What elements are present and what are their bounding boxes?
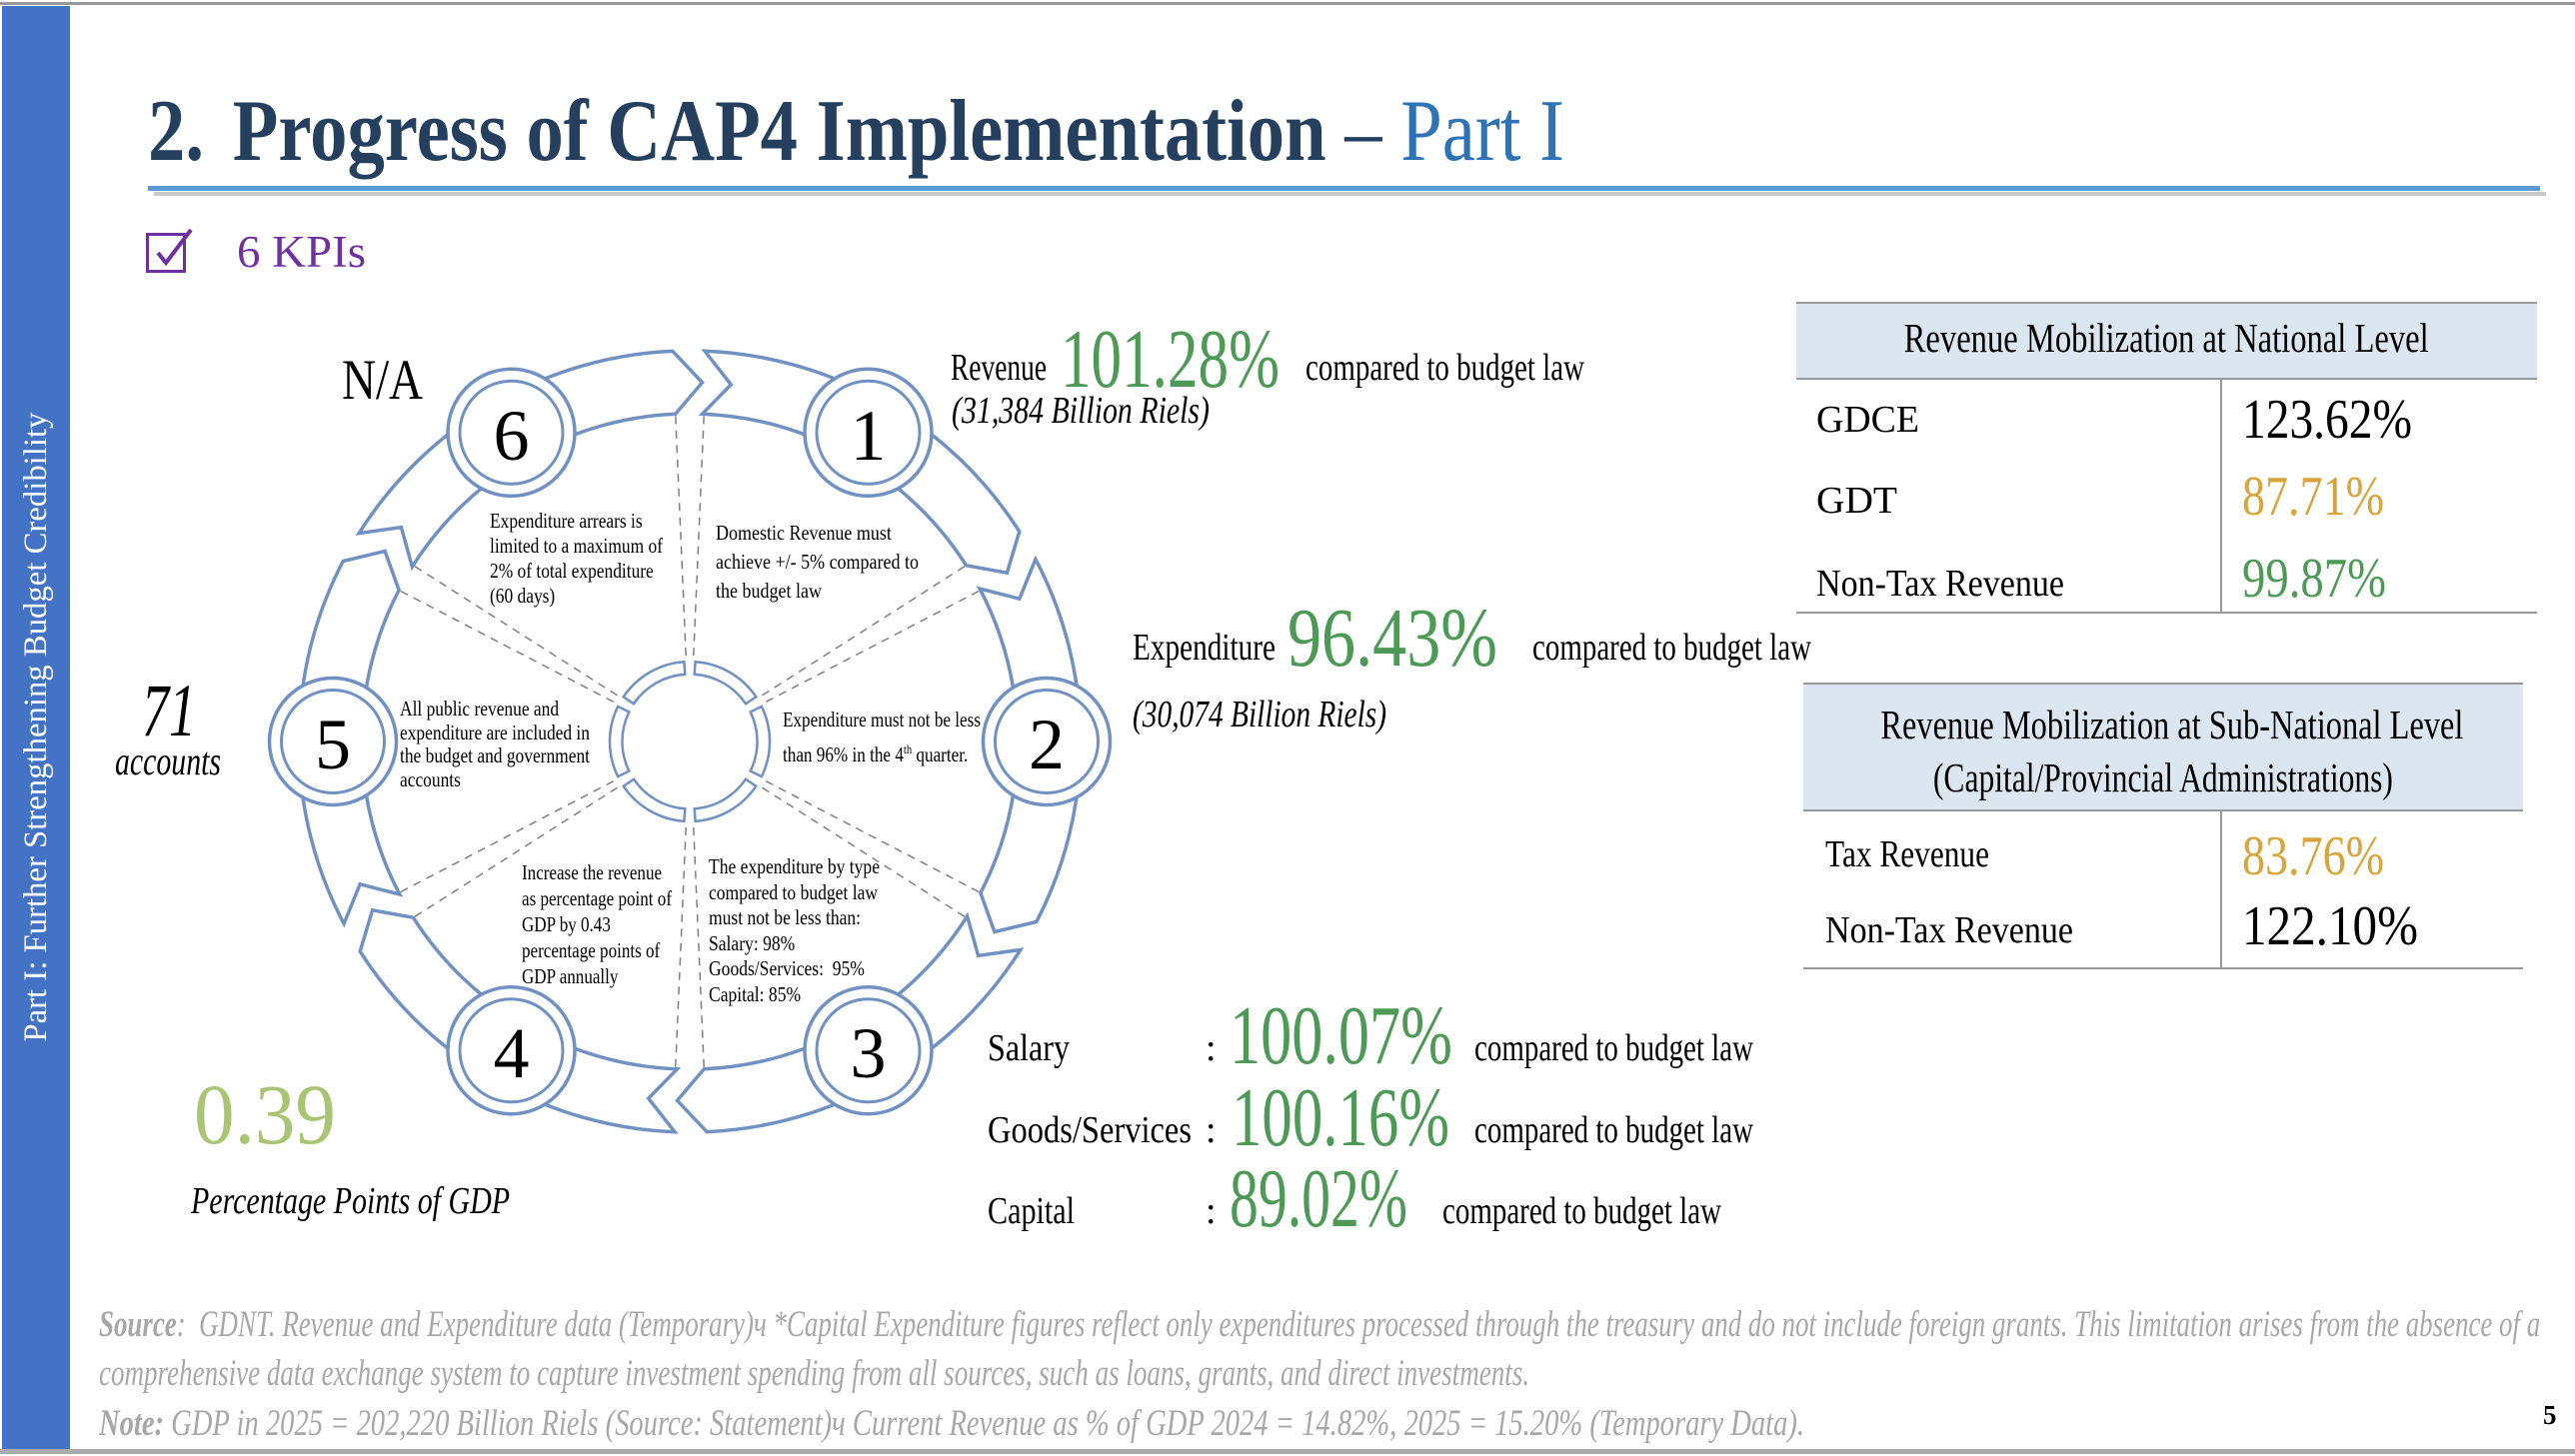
svg-text:3: 3 — [851, 1013, 887, 1093]
svg-text:2: 2 — [1029, 705, 1065, 784]
svg-text:5: 5 — [315, 705, 351, 784]
svg-text:1: 1 — [851, 396, 887, 476]
svg-text:4: 4 — [494, 1013, 530, 1093]
svg-text:6: 6 — [494, 396, 530, 476]
